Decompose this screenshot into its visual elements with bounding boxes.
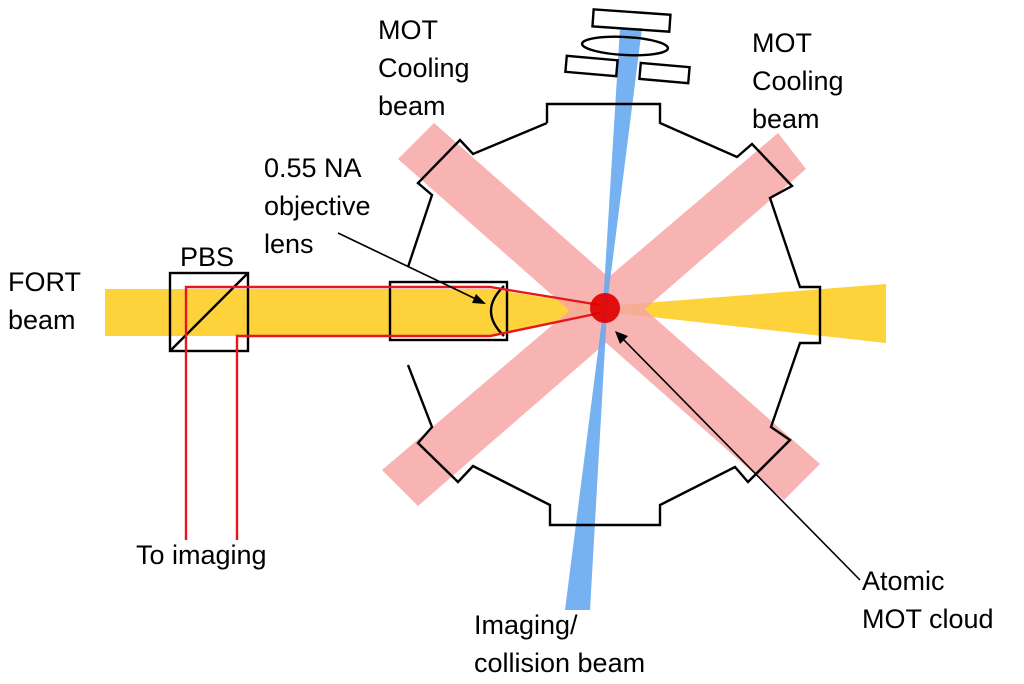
objective-lens-label: 0.55 NA objective lens [264, 153, 371, 259]
to-imaging-label: To imaging [136, 540, 267, 570]
atomic-mot-cloud [590, 293, 620, 323]
fort-beam-label: FORT beam [8, 267, 81, 335]
mot-cooling-beam-label-left: MOT Cooling beam [378, 15, 470, 121]
imaging-path-upper [184, 285, 601, 540]
pbs-label: PBS [180, 242, 235, 272]
imaging-collision-beam [565, 28, 642, 610]
imaging-light-path [184, 285, 601, 540]
imaging-beam-lower [565, 312, 607, 610]
objective-lens [388, 280, 509, 342]
top-slit-left [564, 54, 619, 78]
label-pointers [337, 232, 861, 581]
fort-beam-output [607, 284, 886, 343]
top-lens [580, 35, 670, 57]
objective-lens-element [489, 285, 505, 337]
top-imaging-optics [564, 8, 691, 85]
atomic-mot-cloud-label: Atomic MOT cloud [862, 566, 994, 634]
pbs-box [168, 271, 250, 353]
vacuum-chamber-outline [406, 102, 822, 527]
objective-pointer [337, 232, 479, 301]
cloud-pointer-head [615, 331, 628, 344]
imaging-path-lower [235, 311, 601, 540]
objective-housing [388, 280, 509, 342]
objective-pointer-head [472, 294, 486, 304]
mot-cooling-beam-label-right: MOT Cooling beam [752, 28, 844, 134]
cloud-pointer [621, 337, 861, 581]
top-optic-plate [591, 8, 672, 33]
mot-beam-right-diagonal [382, 133, 806, 506]
imaging-collision-beam-label: Imaging/ collision beam [474, 610, 646, 678]
imaging-beam-upper [603, 28, 642, 305]
top-slit-right [638, 61, 691, 85]
